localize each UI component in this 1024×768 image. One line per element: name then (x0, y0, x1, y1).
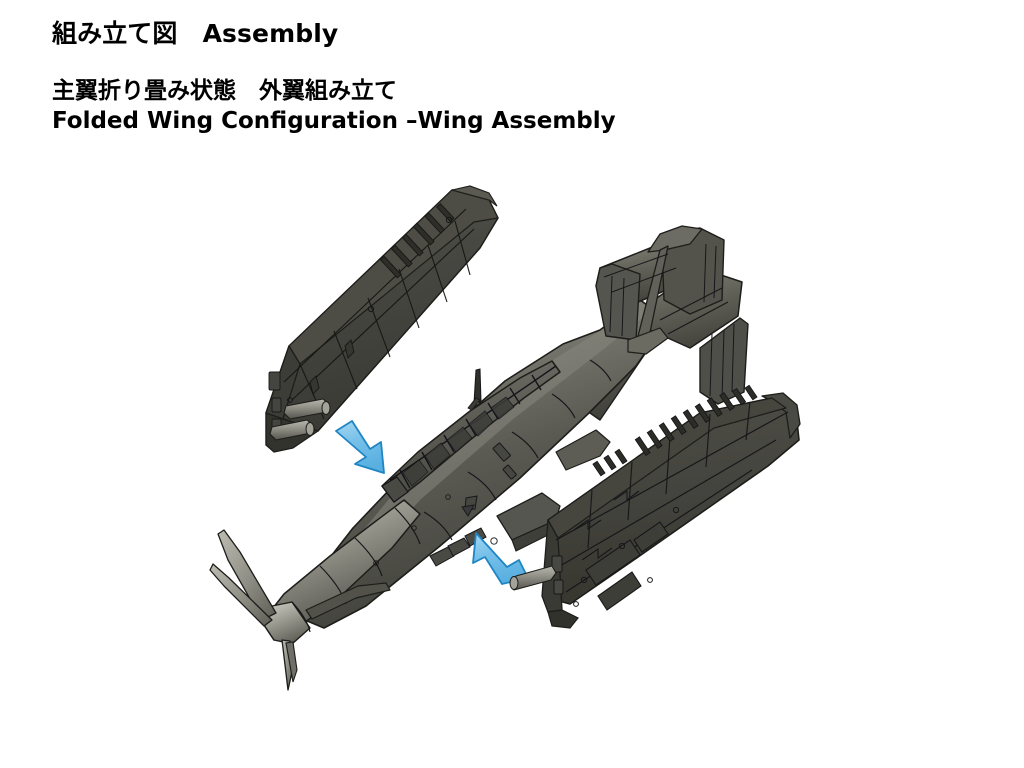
fuselage-assembly-part (209, 225, 749, 691)
propeller-blades (209, 529, 298, 691)
title-block: 組み立て図 Assembly (52, 18, 952, 50)
tail-empennage (595, 225, 749, 405)
page-title: 組み立て図 Assembly (52, 19, 339, 48)
right-wing-spar-pin (509, 565, 557, 591)
subtitle-block: 主翼折り畳み状態 外翼組み立て Folded Wing Configuratio… (52, 77, 952, 137)
left-outer-wing-part (265, 185, 499, 453)
assembly-arrow-right-wing (472, 532, 529, 585)
assembly-arrow-left-wing (335, 420, 385, 474)
right-outer-wing-part (509, 384, 801, 629)
left-wing-spar-pins (269, 398, 331, 441)
subtitle-english: Folded Wing Configuration –Wing Assembly (52, 107, 616, 134)
subtitle-japanese: 主翼折り畳み状態 外翼組み立て (52, 78, 397, 104)
